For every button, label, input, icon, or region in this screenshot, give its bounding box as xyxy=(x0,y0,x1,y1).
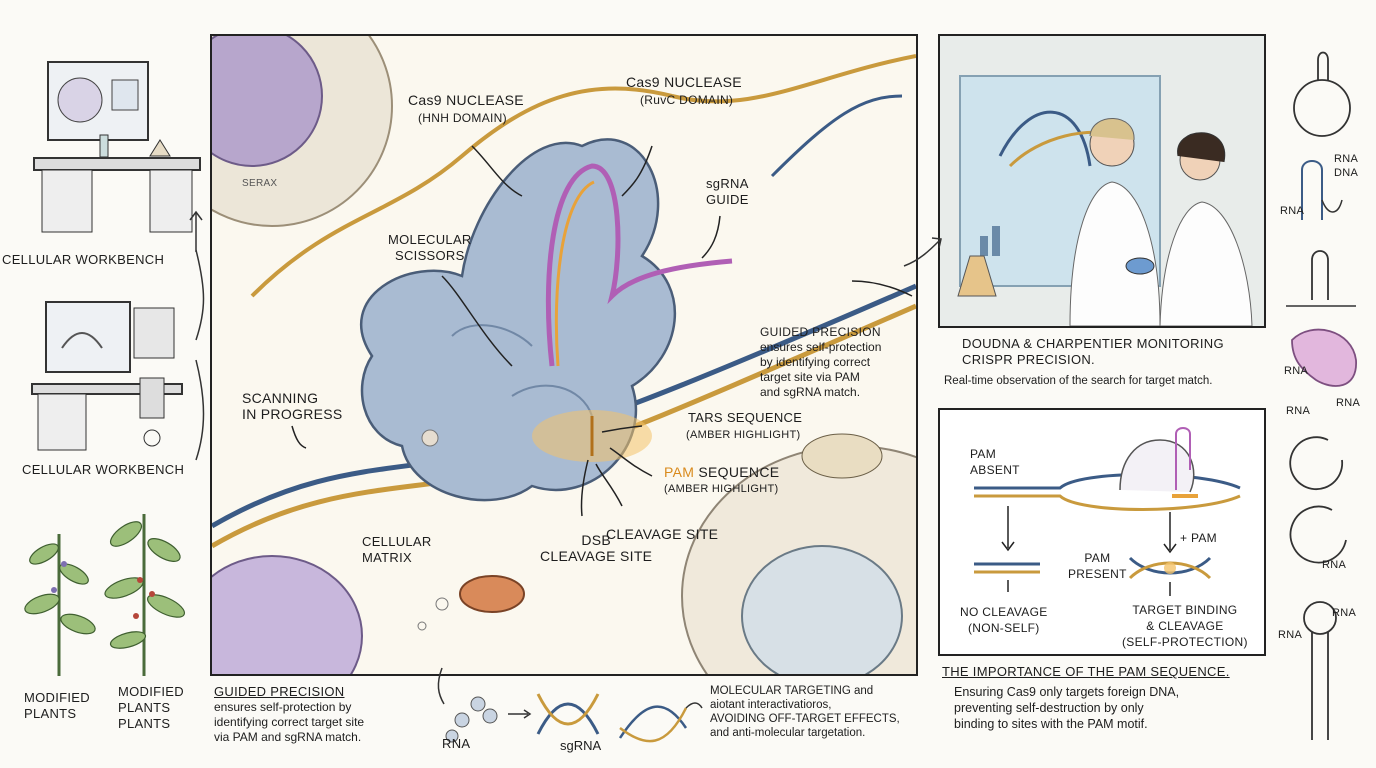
workbench-bottom-label: CELLULAR WORKBENCH xyxy=(22,462,185,477)
arrow-to-scientists-icon xyxy=(903,237,942,267)
sgrna-guide-label: sgRNA GUIDE xyxy=(706,176,749,207)
scientists-frame xyxy=(938,34,1266,328)
far-rna-4: RNA xyxy=(1286,405,1311,417)
guided-precision-body: ensures self-protection by identifying c… xyxy=(760,340,882,399)
plants-left-label: MODIFIED PLANTS xyxy=(24,690,90,721)
pam-importance-body: Ensuring Cas9 only targets foreign DNA, … xyxy=(954,685,1180,731)
rna-structures-column xyxy=(1286,51,1357,740)
ruvc-domain-sub: (RuvC DOMAIN) xyxy=(640,93,734,107)
pam-importance-frame: PAM ABSENT PAM PRESENT + PAM NO CLEAVAGE… xyxy=(938,408,1266,656)
cell-label: SERAX xyxy=(242,178,278,189)
targeting-text: MOLECULAR TARGETING and aiotant interact… xyxy=(710,685,900,739)
far-rna-2: RNA xyxy=(1280,205,1305,217)
arrow-workbench-icon xyxy=(189,210,205,461)
scientists-illustration xyxy=(940,36,1264,326)
far-rna-6: RNA xyxy=(1322,559,1347,571)
hnh-domain-sub: (HNH DOMAIN) xyxy=(418,111,507,125)
guided-precision-title: GUIDED PRECISION xyxy=(760,325,881,339)
plants-right-label: MODIFIED PLANTS PLANTS xyxy=(118,684,184,731)
bottom-guided-body: ensures self-protection by identifying c… xyxy=(214,700,365,744)
tars-sequence-title: TARS SEQUENCE xyxy=(688,410,803,425)
workbench-top-label: CELLULAR WORKBENCH xyxy=(2,252,165,267)
far-rna-8: RNA xyxy=(1278,629,1303,641)
cas9-scene-illustration xyxy=(212,36,916,674)
far-rna-1: RNA xyxy=(1334,153,1359,165)
molecular-scissors-label: MOLECULAR SCISSORS xyxy=(388,232,472,263)
plus-pam-label: + PAM xyxy=(1180,531,1217,545)
cellular-matrix-label: CELLULAR MATRIX xyxy=(362,534,432,565)
pam-rest: SEQUENCE xyxy=(698,464,780,480)
pam-present-label: PAM PRESENT xyxy=(1068,551,1127,581)
targeting-strand-icon xyxy=(618,702,703,743)
far-rna-5: RNA xyxy=(1336,397,1361,409)
scientists-caption-body: Real-time observation of the search for … xyxy=(944,375,1213,387)
main-diagram-frame: Cas9 NUCLEASE (HNH DOMAIN) Cas9 NUCLEASE… xyxy=(210,34,918,676)
far-rna-7: RNA xyxy=(1332,607,1357,619)
bottom-guided-title: GUIDED PRECISION xyxy=(214,684,345,699)
tars-sequence-sub: (AMBER HIGHLIGHT) xyxy=(686,429,801,441)
rna-molecule-icon xyxy=(437,667,600,743)
workbench-illustration-bottom xyxy=(31,301,183,451)
hnh-domain-title: Cas9 NUCLEASE xyxy=(408,92,524,108)
scientists-caption-title: DOUDNA & CHARPENTIER MONITORING CRISPR P… xyxy=(962,336,1224,367)
far-rna-3: RNA xyxy=(1284,365,1309,377)
pam-absent-label: PAM ABSENT xyxy=(970,447,1020,477)
scanning-label: SCANNING IN PROGRESS xyxy=(242,390,343,422)
target-binding-label: TARGET BINDING & CLEAVAGE (SELF-PROTECTI… xyxy=(1122,603,1248,649)
pam-sequence-sub: (AMBER HIGHLIGHT) xyxy=(664,483,779,495)
dsb-cleavage-label: DSB CLEAVAGE SITE xyxy=(540,532,653,564)
sgrna-label: sgRNA xyxy=(560,738,602,753)
far-dna-1: DNA xyxy=(1334,167,1359,179)
workbench-illustration-top xyxy=(33,61,201,233)
pam-sequence-title: PAM SEQUENCE xyxy=(664,464,779,480)
ruvc-domain-title: Cas9 NUCLEASE xyxy=(626,74,742,90)
pam-diagram xyxy=(974,427,1241,596)
pam-importance-title: THE IMPORTANCE OF THE PAM SEQUENCE. xyxy=(942,664,1230,679)
modified-plants-illustration xyxy=(24,514,186,676)
no-cleavage-label: NO CLEAVAGE (NON-SELF) xyxy=(960,605,1048,635)
cleavage-site-label: CLEAVAGE SITE xyxy=(606,526,719,542)
rna-label: RNA xyxy=(442,736,471,751)
pam-word: PAM xyxy=(664,464,695,480)
